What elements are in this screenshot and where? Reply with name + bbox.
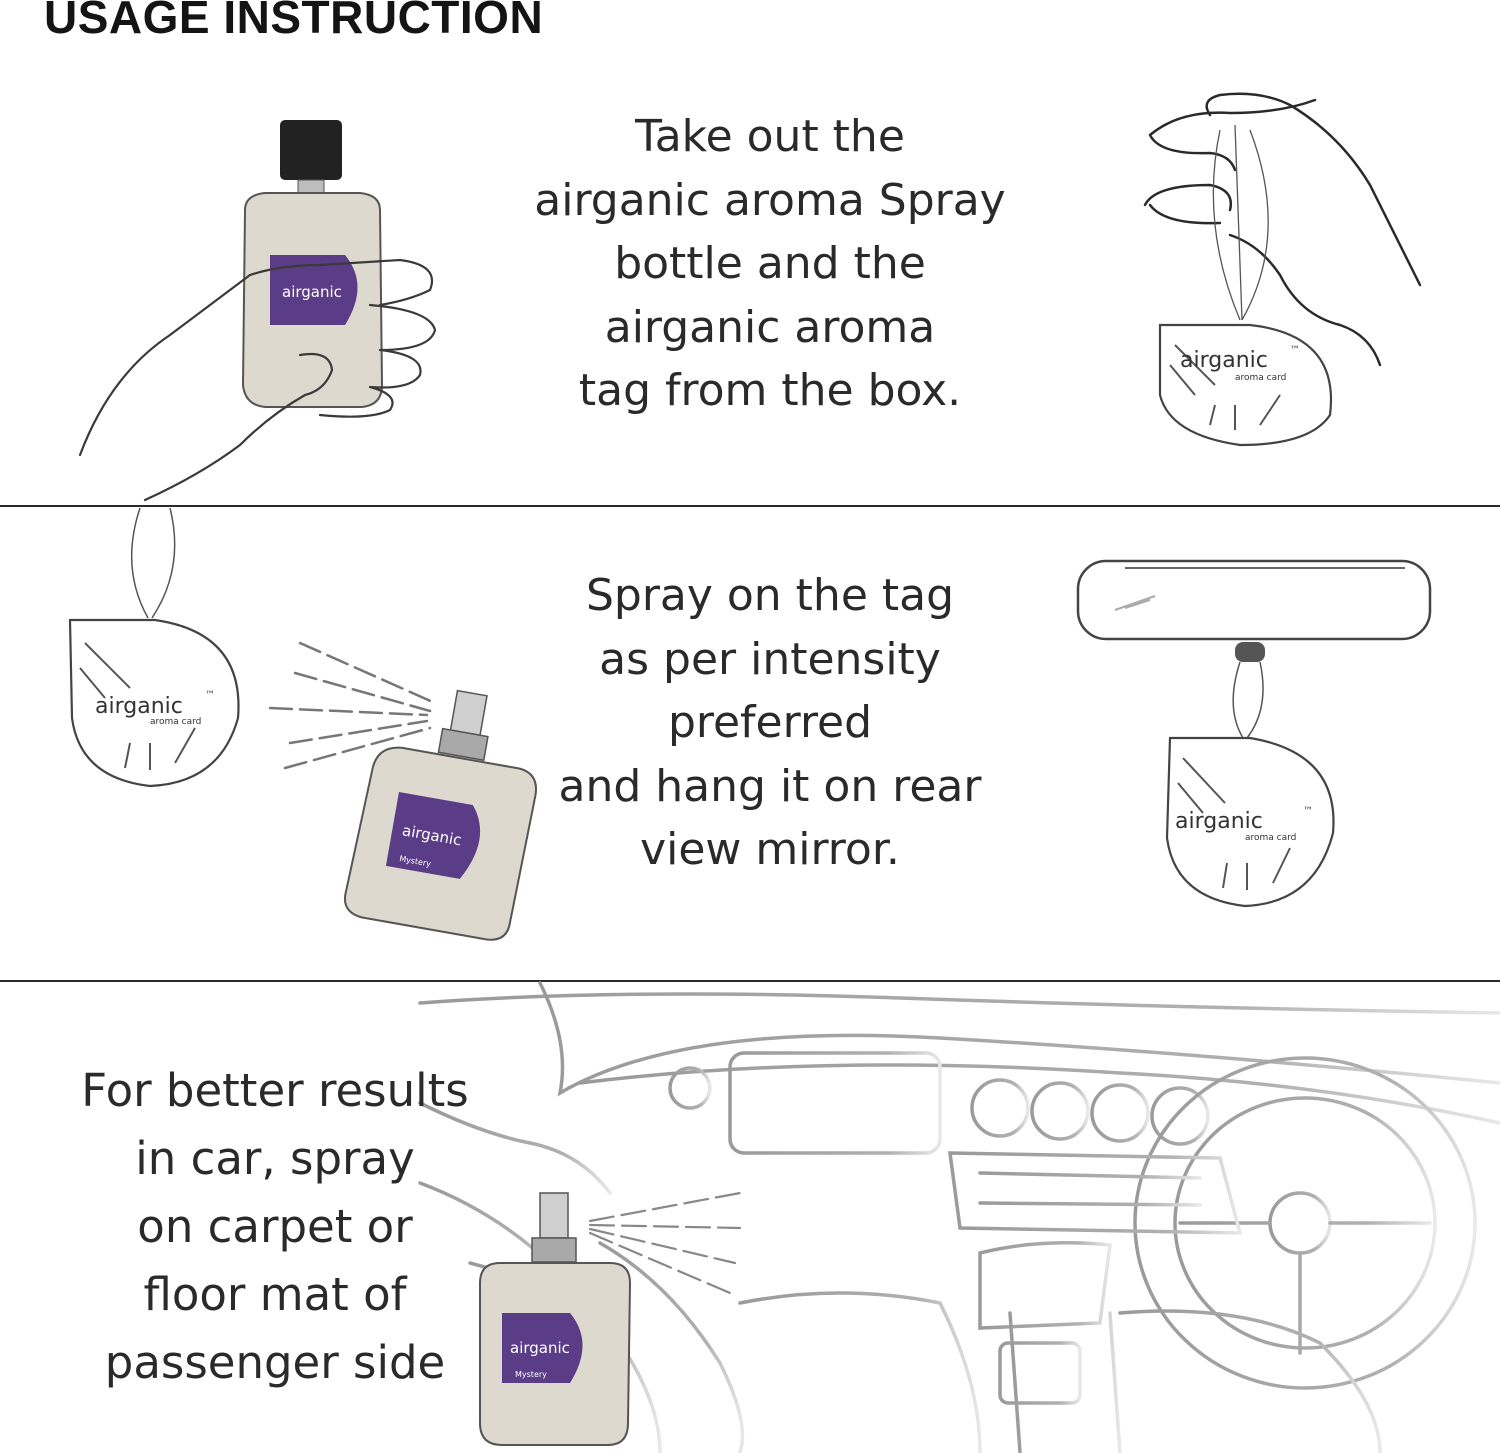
divider-1 [0, 505, 1500, 507]
bottle-brand-label: airganic [282, 283, 342, 301]
step-3-instructions: For better results in car, spray on carp… [40, 1057, 510, 1397]
spray-variant-label-2: Mystery [515, 1370, 547, 1379]
tag-tm-3: ™ [1303, 806, 1313, 817]
step-3-line-1: For better results [81, 1064, 469, 1117]
step-2-line-2: as per intensity [599, 633, 941, 685]
rear-view-mirror-icon: airganic ™ aroma card [1076, 559, 1432, 908]
tag-brand-label-2: airganic [95, 694, 183, 719]
hanging-tag-icon: airganic ™ aroma card [68, 507, 240, 788]
tag-sub-2: aroma card [150, 717, 201, 727]
step-3-section: airganic Mystery For better results in c… [0, 981, 1500, 1453]
step-3-line-5: passenger side [104, 1336, 446, 1389]
step-1-line-2: airganic aroma Spray [534, 174, 1006, 226]
step-1-line-3: bottle and the [614, 238, 926, 289]
tag-sub-1: aroma card [1235, 373, 1286, 383]
divider-2 [0, 980, 1500, 982]
step-3-line-4: floor mat of [143, 1268, 407, 1321]
page-title: USAGE INSTRUCTION [44, 0, 544, 43]
tag-sub-3: aroma card [1245, 833, 1296, 843]
step-2-instructions: Spray on the tag as per intensity prefer… [470, 564, 1070, 882]
step-1-line-5: tag from the box. [578, 365, 962, 416]
tag-brand-label-3: airganic [1175, 809, 1263, 834]
hand-holding-bottle-icon: airganic [78, 120, 437, 502]
hand-holding-tag-icon: airganic ™ aroma card [1143, 92, 1422, 447]
step-1-line-1: Take out the [635, 111, 905, 162]
tag-brand-label-1: airganic [1180, 348, 1268, 373]
step-1-line-4: airganic aroma [604, 301, 936, 353]
step-3-line-2: in car, spray [135, 1132, 415, 1185]
step-2-line-1: Spray on the tag [585, 570, 955, 621]
step-2-line-4: and hang it on rear [558, 760, 982, 812]
spray-brand-label-2: airganic [510, 1339, 570, 1357]
spray-bottle-icon: airganic Mystery [268, 641, 537, 941]
step-2-line-5: view mirror. [640, 824, 900, 875]
spray-bottle-icon: airganic Mystery [479, 1191, 742, 1446]
step-3-line-3: on carpet or [137, 1200, 413, 1253]
step-1-section: airganic Take out the airganic aroma Spr… [0, 55, 1500, 505]
step-2-section: airganic ™ aroma card airganic Mystery S… [0, 507, 1500, 980]
step-1-instructions: Take out the airganic aroma Spray bottle… [470, 105, 1070, 423]
step-2-line-3: preferred [667, 697, 873, 748]
tag-tm-2: ™ [205, 690, 215, 701]
tag-tm-1: ™ [1290, 345, 1300, 356]
